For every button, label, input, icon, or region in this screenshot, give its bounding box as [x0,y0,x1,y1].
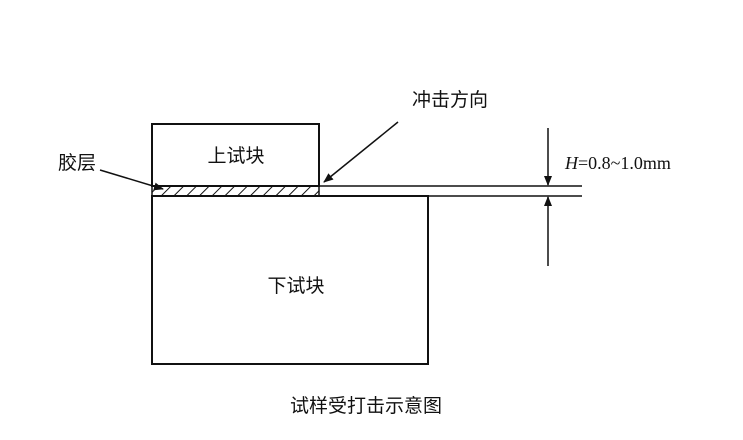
lower-block [151,195,429,365]
thickness-variable: H [564,153,579,173]
glue-layer-label: 胶层 [58,152,96,174]
lower-block-label: 下试块 [267,275,324,297]
upper-block-label: 上试块 [207,145,264,167]
glue-layer-arrow [99,169,164,191]
thickness-label: H=0.8~1.0mm [564,153,671,173]
thickness-value: =0.8~1.0mm [578,153,671,173]
upper-block [151,123,320,187]
impact-direction-arrow [323,121,399,183]
impact-direction-label: 冲击方向 [412,89,488,111]
glue-layer [151,185,320,197]
diagram-caption: 试样受打击示意图 [290,395,442,417]
